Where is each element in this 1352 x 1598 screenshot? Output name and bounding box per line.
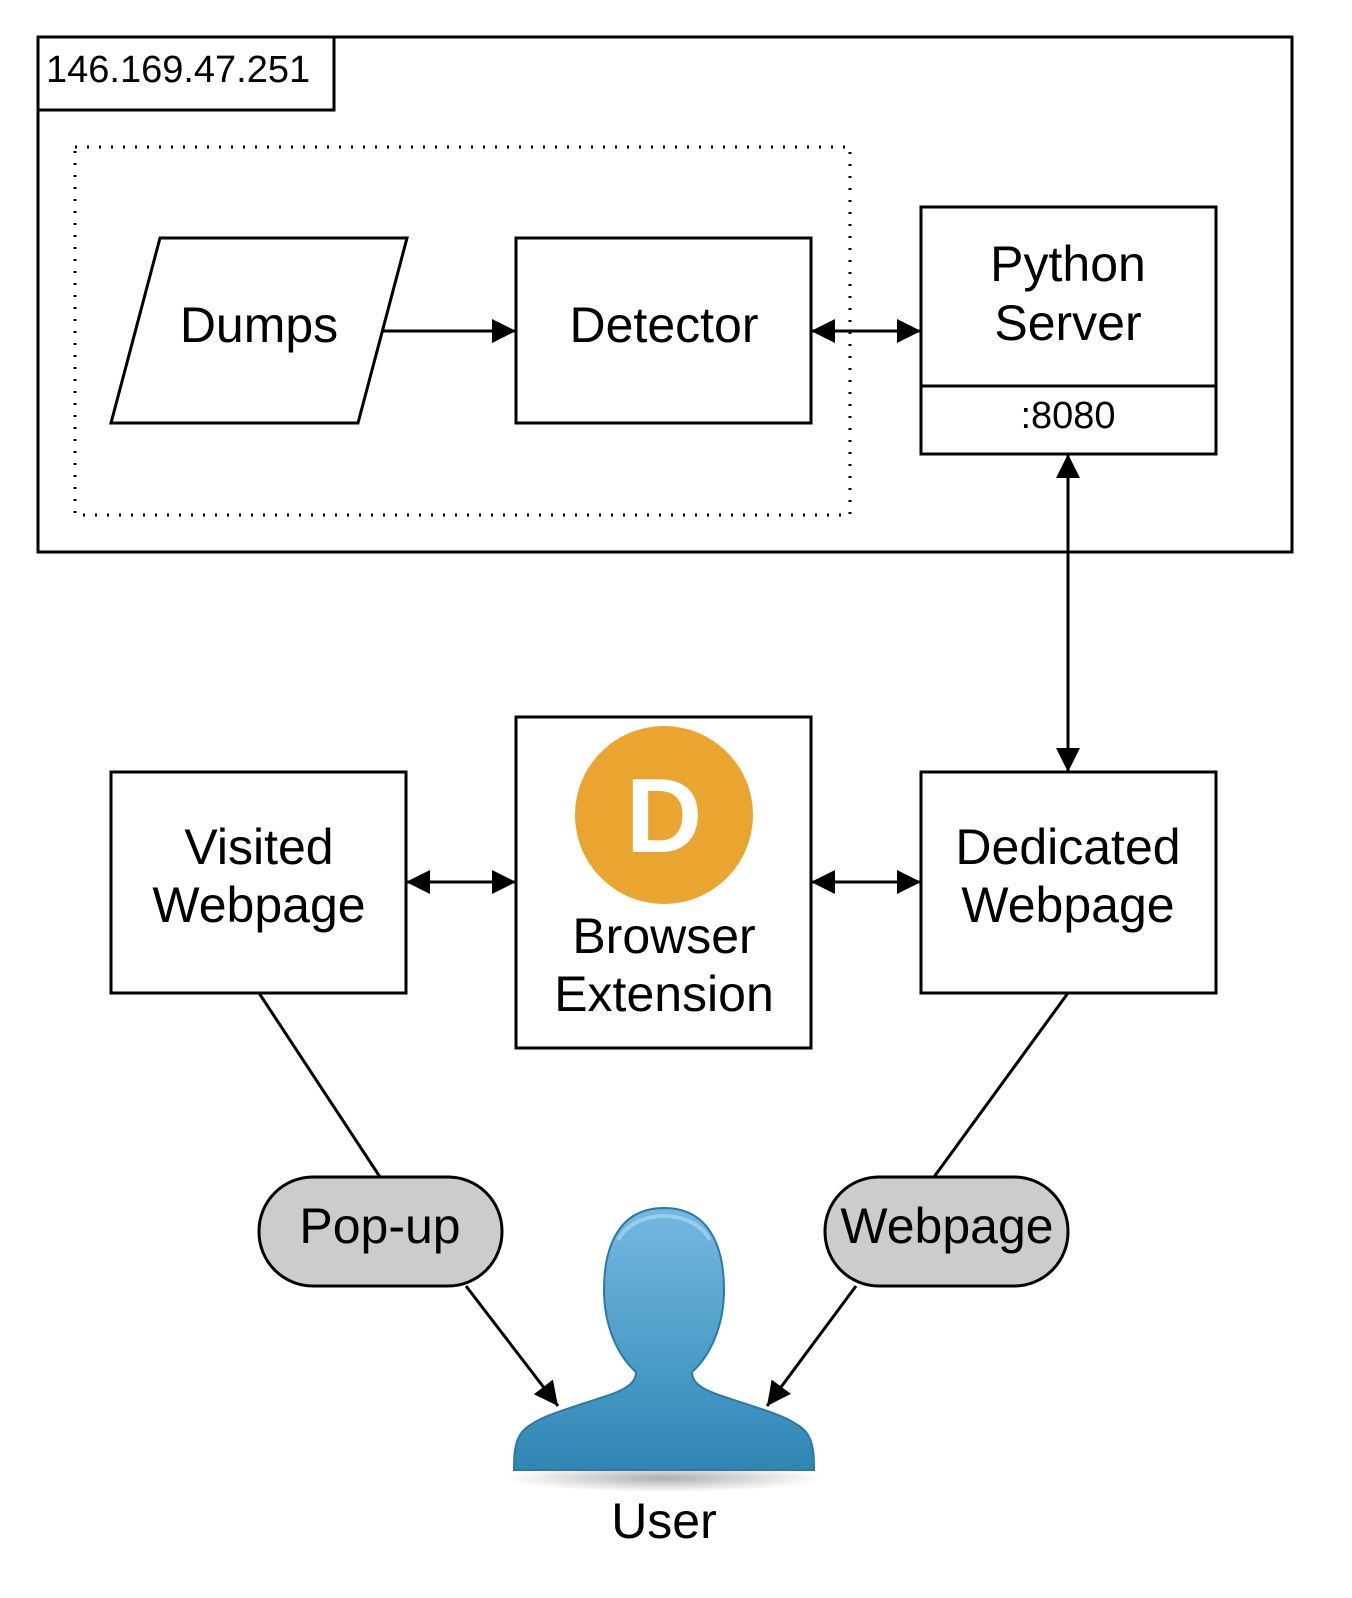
webpage-pill-label: Webpage: [840, 1198, 1053, 1254]
webpage-pill: [823, 1175, 1070, 1288]
edge-dedicated-webpage-pill: [932, 992, 1070, 1178]
popup-pill: [257, 1175, 504, 1288]
python-server-label-line1: Python: [990, 236, 1146, 292]
browser-extension-label-line1: Browser: [572, 908, 755, 964]
detector-group-boundary: [73, 145, 852, 517]
dedicated-webpage-label-line1: Dedicated: [955, 819, 1180, 875]
visited-webpage-label-line1: Visited: [184, 819, 333, 875]
browser-extension-logo-icon: [575, 726, 753, 904]
visited-webpage-label-line2: Webpage: [152, 877, 365, 933]
edge-visited-popup: [257, 992, 382, 1178]
edge-webpage-user: [765, 1285, 858, 1407]
python-server-label-line2: Server: [994, 295, 1141, 351]
dumps-label: Dumps: [180, 297, 338, 353]
detector-label: Detector: [570, 297, 759, 353]
browser-extension-label-line2: Extension: [554, 966, 774, 1022]
python-server-node: [919, 205, 1218, 456]
dumps-node: [109, 236, 409, 425]
user-label: User: [611, 1493, 717, 1549]
dedicated-webpage-label-line2: Webpage: [961, 877, 1174, 933]
edge-popup-user: [464, 1285, 560, 1407]
host-label: 146.169.47.251: [46, 49, 310, 91]
browser-extension-logo-letter: D: [626, 757, 703, 875]
user-silhouette-icon: [506, 1206, 822, 1492]
python-server-port: :8080: [1020, 395, 1115, 437]
visited-webpage-node: [109, 770, 408, 995]
popup-pill-label: Pop-up: [299, 1198, 460, 1254]
detector-node: [514, 236, 813, 425]
host-label-box: [36, 35, 336, 112]
